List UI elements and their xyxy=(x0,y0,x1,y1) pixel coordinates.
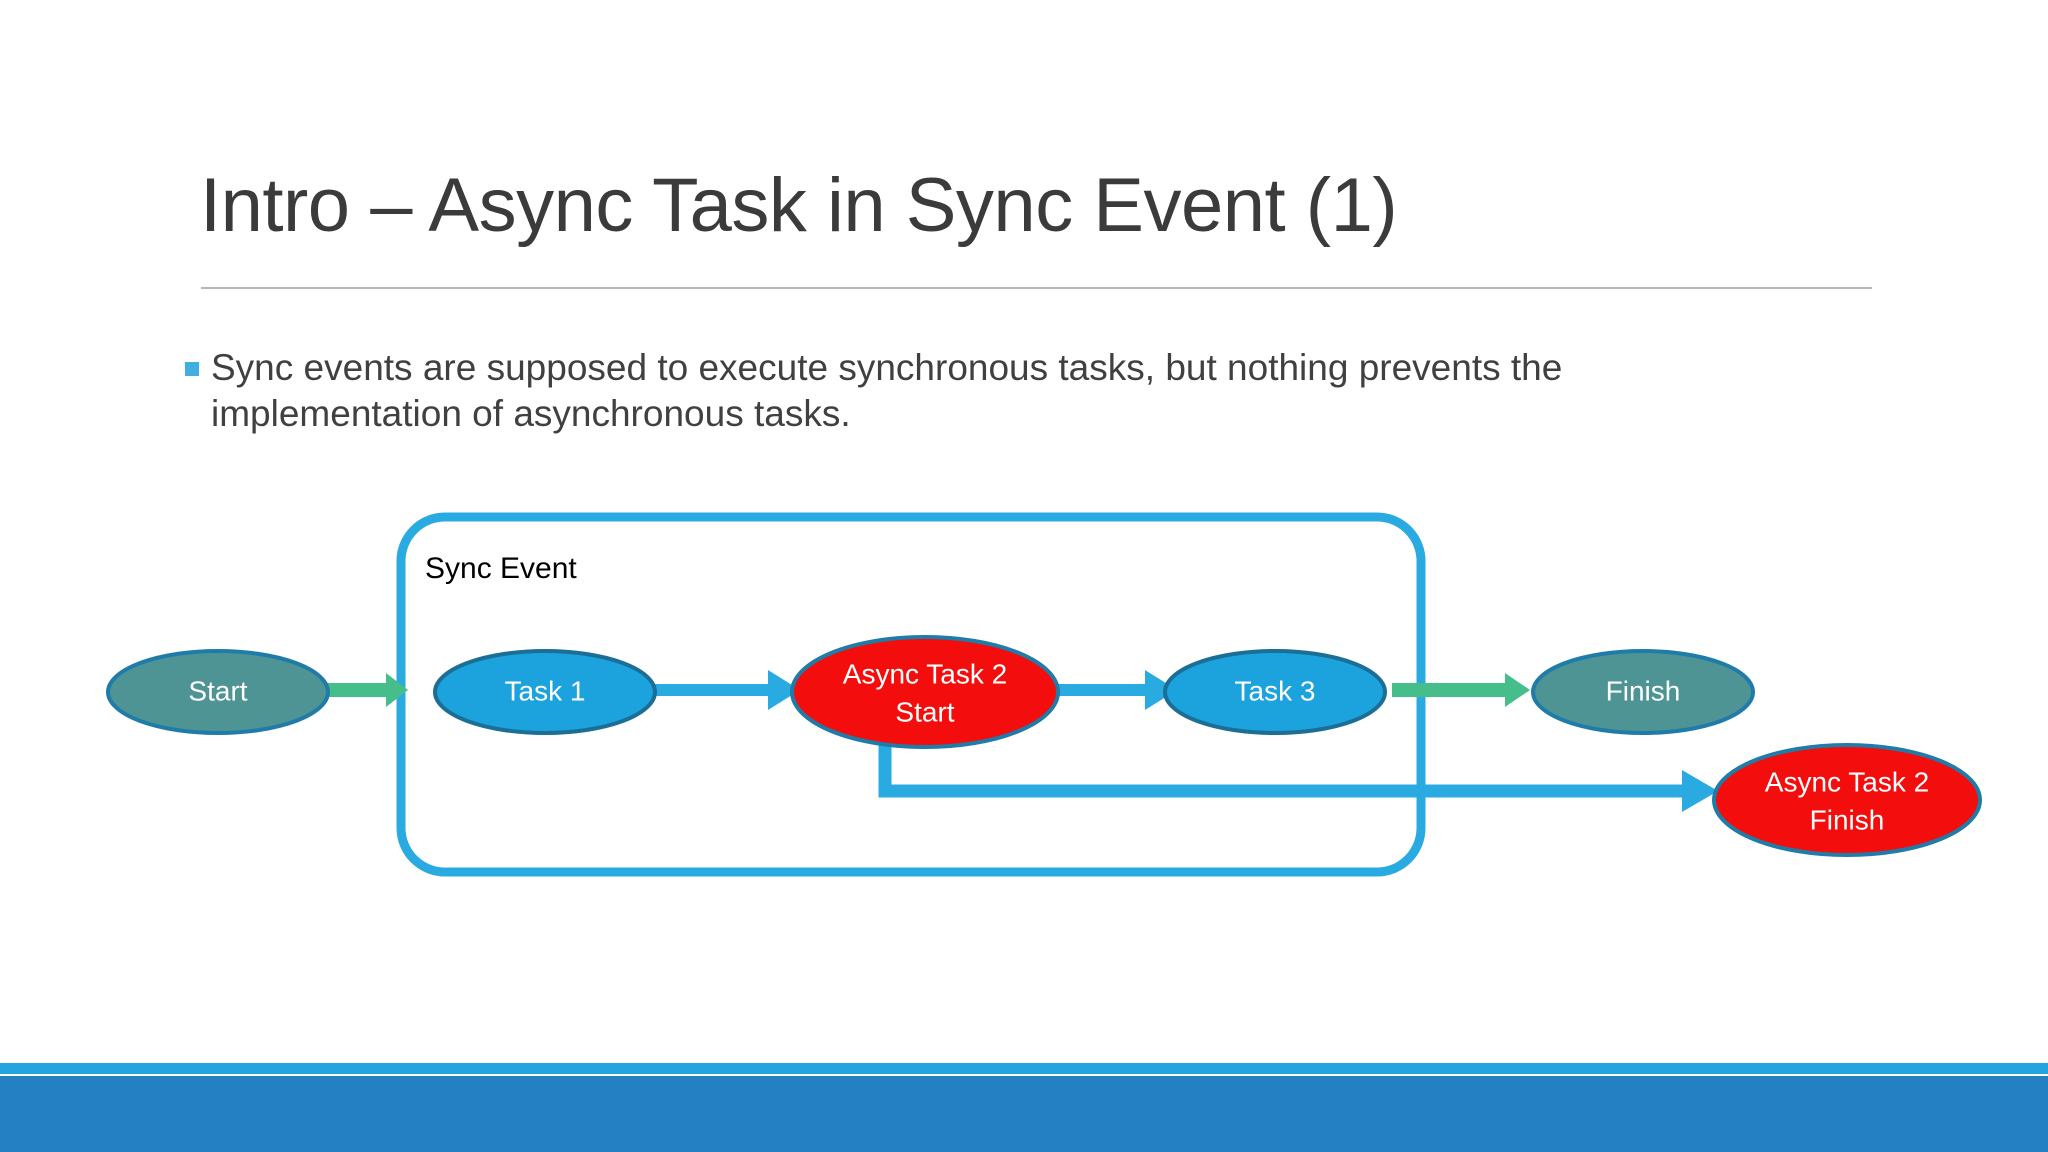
page-title: Intro – Async Task in Sync Event (1) xyxy=(200,163,1398,248)
node-task1: Task 1 xyxy=(433,649,657,735)
node-start-label: Start xyxy=(188,675,247,706)
title-divider xyxy=(201,287,1872,289)
edge-task3-to-finish xyxy=(1392,673,1530,707)
edge-async-start-to-async-finish xyxy=(878,725,1718,812)
list-item: Sync events are supposed to execute sync… xyxy=(185,345,1685,436)
edge-async-start-to-task3 xyxy=(1058,670,1177,710)
footer-accent-bar xyxy=(0,1063,2048,1074)
node-async-task2-finish-label-line1: Async Task 2 xyxy=(1765,766,1929,797)
node-async-task2-finish: Async Task 2 Finish xyxy=(1712,743,1982,857)
node-async-task2-finish-label-line2: Finish xyxy=(1810,804,1885,835)
node-start: Start xyxy=(106,649,330,735)
footer-bar xyxy=(0,1076,2048,1152)
node-finish: Finish xyxy=(1531,649,1755,735)
node-task3-label: Task 3 xyxy=(1235,675,1316,706)
edge-task1-to-async-start xyxy=(648,670,800,710)
bullet-text: Sync events are supposed to execute sync… xyxy=(211,347,1563,434)
body-content: Sync events are supposed to execute sync… xyxy=(185,345,1685,436)
node-async-task2-start-label-line2: Start xyxy=(895,696,954,727)
node-task1-label: Task 1 xyxy=(505,675,586,706)
node-finish-label: Finish xyxy=(1606,675,1681,706)
node-async-task2-start-label-line1: Async Task 2 xyxy=(843,658,1007,689)
node-async-task2-start: Async Task 2 Start xyxy=(790,635,1060,749)
bullet-square-icon xyxy=(185,362,199,376)
sync-event-container xyxy=(396,512,1426,877)
sync-event-label: Sync Event xyxy=(425,552,577,585)
edge-start-to-task1 xyxy=(326,673,408,707)
node-task3: Task 3 xyxy=(1163,649,1387,735)
